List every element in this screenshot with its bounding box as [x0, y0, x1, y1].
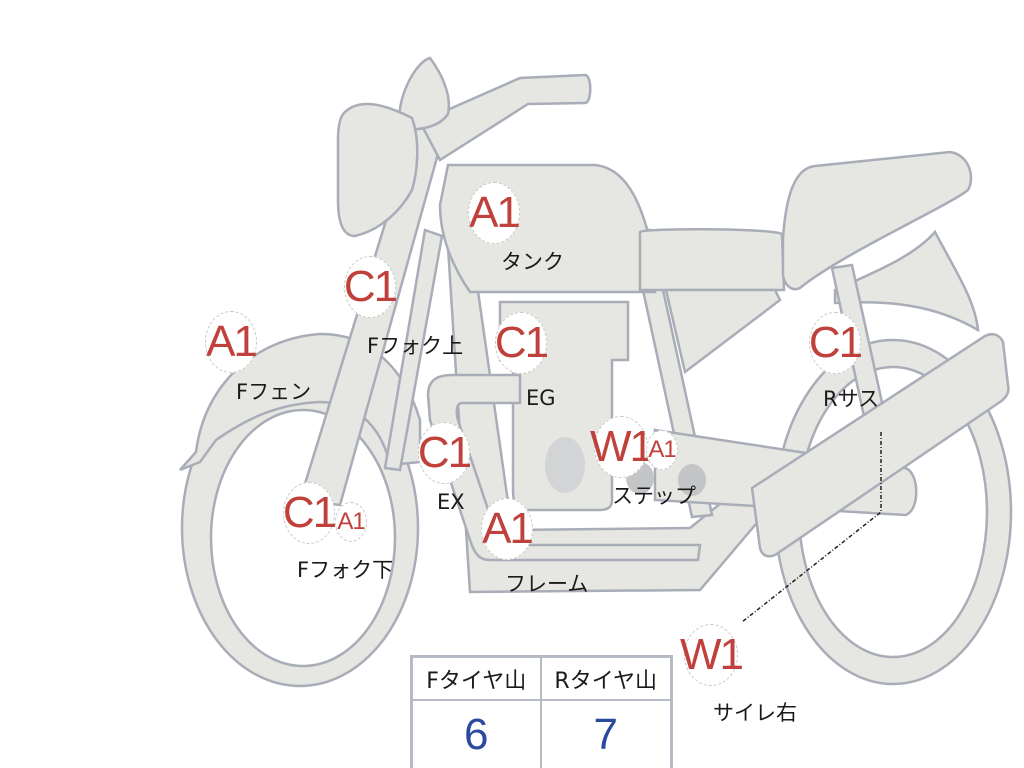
grade-badge-exhaust: C1 — [418, 422, 472, 484]
grade-badge-f-fork-upper: C1 — [344, 256, 398, 318]
grade-badge-step-a1: A1 — [646, 430, 678, 470]
grade-badge-engine: C1 — [495, 312, 549, 374]
meter — [397, 56, 451, 131]
grade-badge-tank: A1 — [468, 182, 521, 244]
engine-cover — [545, 437, 585, 493]
label-muffler-right: サイレ右 — [713, 701, 797, 725]
value-rear-tread: 7 — [593, 709, 618, 759]
label-engine: EG — [526, 386, 556, 410]
grade-badge-frame: A1 — [481, 498, 534, 560]
label-f-fork-lower: Fフォク下 — [297, 558, 394, 582]
value-front-tread: 6 — [413, 701, 542, 768]
grade-badge-f-fender: A1 — [205, 311, 258, 373]
label-f-fork-upper: Fフォク上 — [367, 334, 464, 358]
grade-badge-f-fork-lower-a1: A1 — [335, 502, 367, 542]
muffler — [750, 333, 1010, 558]
grade-badge-muffler-right: W1 — [680, 624, 744, 686]
exhaust-pipe — [426, 373, 702, 562]
grade-badge-f-fork-lower-c1: C1 — [283, 482, 337, 544]
headlight — [336, 102, 419, 238]
handlebar — [418, 73, 592, 162]
header-rear-tread: Rタイヤ山 — [541, 658, 670, 701]
label-tank: タンク — [501, 250, 564, 274]
label-f-fender: Fフェン — [236, 380, 312, 404]
label-step: ステップ — [612, 484, 696, 508]
label-frame: フレーム — [505, 572, 589, 596]
label-exhaust: EX — [437, 490, 465, 514]
muffler-leader-line — [741, 432, 882, 623]
label-r-suspension: Rサス — [823, 387, 880, 411]
seat — [781, 150, 973, 291]
grade-badge-step-w1: W1 — [590, 416, 654, 478]
grade-badge-r-suspension: C1 — [809, 312, 863, 374]
tire-tread-table: Fタイヤ山 Rタイヤ山 6 7 — [410, 655, 673, 768]
rear-fender — [833, 229, 980, 333]
side-cover — [638, 227, 786, 292]
header-front-tread: Fタイヤ山 — [413, 658, 542, 701]
